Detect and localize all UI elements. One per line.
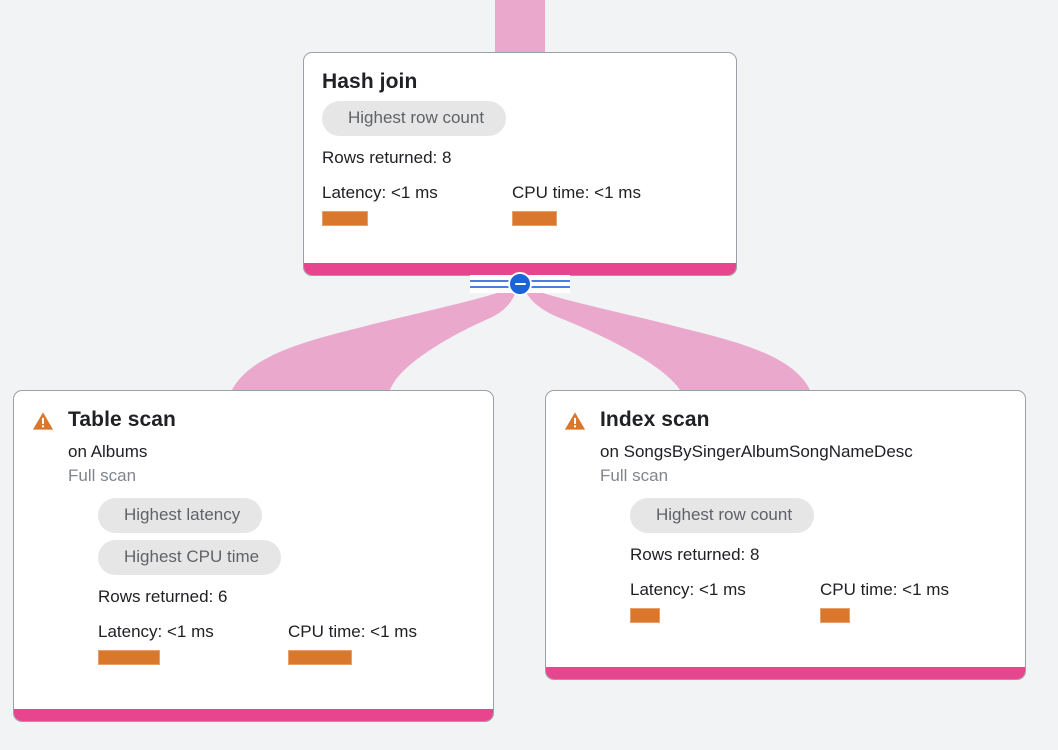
node-table-scan[interactable]: Table scan on Albums Full scan Highest l… [13, 390, 494, 722]
node-title-group: Index scan on SongsBySingerAlbumSongName… [600, 407, 913, 488]
node-title-group: Table scan on Albums Full scan [68, 407, 176, 488]
metric-latency: Latency: <1 ms [322, 182, 512, 226]
node-body: Hash join Highest row count Rows returne… [304, 53, 736, 263]
node-badges: Highest row count [322, 101, 507, 136]
metric-cpu-time-bar [512, 211, 557, 226]
node-metrics: Latency: <1 ms CPU time: <1 ms [322, 182, 692, 226]
rows-returned: Rows returned: 8 [630, 545, 760, 564]
metric-latency-bar [98, 650, 160, 665]
metric-cpu-time-label: CPU time: <1 ms [820, 580, 949, 599]
minus-circle-icon[interactable] [508, 272, 532, 296]
metric-latency-bar [322, 211, 368, 226]
metric-latency-label: Latency: <1 ms [98, 622, 214, 641]
metric-latency-label: Latency: <1 ms [630, 580, 746, 599]
warning-triangle-icon [564, 412, 586, 430]
badge-highest-row-count: Highest row count [322, 101, 507, 136]
metric-cpu-time: CPU time: <1 ms [512, 182, 692, 226]
metric-latency: Latency: <1 ms [98, 621, 288, 665]
node-badges: Highest row count [630, 498, 815, 533]
node-accent-bar [14, 709, 493, 721]
node-badges: Highest latency Highest CPU time [98, 498, 282, 575]
node-accent-bar [546, 667, 1025, 679]
node-body: Table scan on Albums Full scan Highest l… [14, 391, 493, 709]
node-metrics: Latency: <1 ms CPU time: <1 ms [98, 621, 468, 665]
metric-cpu-time-bar [288, 650, 352, 665]
badge-highest-latency: Highest latency [98, 498, 263, 533]
node-header: Table scan on Albums Full scan [32, 407, 475, 488]
node-subtitle: on Albums [68, 442, 148, 461]
metric-latency: Latency: <1 ms [630, 579, 820, 623]
metric-cpu-time-label: CPU time: <1 ms [512, 183, 641, 202]
node-header: Hash join [322, 69, 718, 95]
node-title-group: Hash join [322, 69, 417, 95]
node-accent-bar [304, 263, 736, 275]
rows-returned: Rows returned: 8 [322, 148, 452, 167]
node-title: Hash join [322, 70, 418, 93]
node-body: Index scan on SongsBySingerAlbumSongName… [546, 391, 1025, 667]
edge-incoming-hash-join [495, 0, 545, 52]
edge-hash-join-to-table-scan [232, 288, 516, 390]
metric-cpu-time-bar [820, 608, 850, 623]
rows-returned: Rows returned: 6 [98, 587, 228, 606]
node-scan-type: Full scan [68, 466, 137, 485]
warning-triangle-icon [32, 412, 54, 430]
node-scan-type: Full scan [600, 466, 669, 485]
node-hash-join[interactable]: Hash join Highest row count Rows returne… [303, 52, 737, 276]
node-title: Index scan [600, 408, 710, 431]
edge-hash-join-to-index-scan [526, 288, 810, 390]
metric-latency-label: Latency: <1 ms [322, 183, 438, 202]
metric-cpu-time: CPU time: <1 ms [288, 621, 468, 665]
node-subtitle: on SongsBySingerAlbumSongNameDesc [600, 442, 913, 461]
collapse-toggle-container[interactable] [470, 270, 570, 298]
node-metrics: Latency: <1 ms CPU time: <1 ms [630, 579, 1000, 623]
badge-highest-cpu-time: Highest CPU time [98, 540, 282, 575]
node-index-scan[interactable]: Index scan on SongsBySingerAlbumSongName… [545, 390, 1026, 680]
node-header: Index scan on SongsBySingerAlbumSongName… [564, 407, 1007, 488]
metric-cpu-time-label: CPU time: <1 ms [288, 622, 417, 641]
metric-latency-bar [630, 608, 660, 623]
badge-highest-row-count: Highest row count [630, 498, 815, 533]
metric-cpu-time: CPU time: <1 ms [820, 579, 1000, 623]
node-title: Table scan [68, 408, 176, 431]
